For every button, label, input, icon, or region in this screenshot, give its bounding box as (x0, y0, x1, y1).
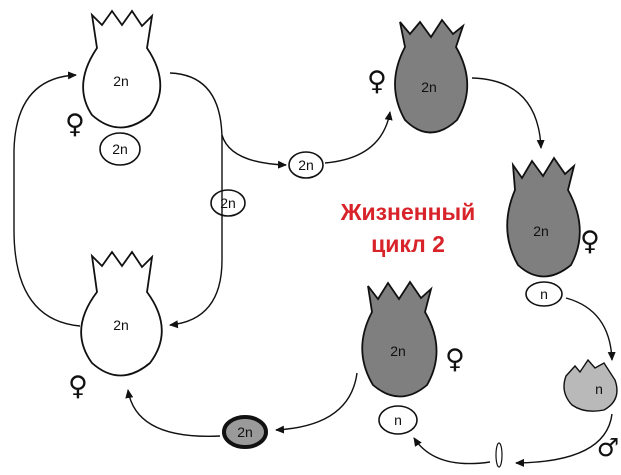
spore-top-left-label: 2n (112, 141, 128, 157)
arrow-zygote-to-left (125, 389, 221, 437)
spore-top-left (99, 132, 141, 166)
cell-body (394, 18, 469, 134)
cell-center: 2n n (361, 280, 438, 435)
zygote (222, 415, 268, 449)
arrow-to-top-right (324, 111, 393, 164)
female-symbol-top-left: ♀ (65, 109, 85, 140)
cell-body (82, 9, 162, 129)
cell-top-left: 2n 2n (82, 9, 162, 166)
cell-top-right-label: 2n (421, 79, 437, 95)
arrow-center-to-zygote (275, 372, 358, 434)
cell-body (506, 156, 581, 278)
female-symbol-bottom-left: ♀ (68, 371, 88, 402)
cell-center-label: 2n (390, 343, 406, 359)
cell-body (80, 250, 163, 377)
spore-middle-label: 2n (298, 157, 314, 173)
cell-small-male: n (563, 358, 618, 412)
diagram-title-line1: Жизненный (340, 199, 476, 225)
diagram-title-line2: цикл 2 (371, 231, 445, 257)
female-symbol-center: ♀ (445, 344, 465, 375)
female-symbol-right: ♀ (580, 226, 600, 257)
spore-center-label: n (394, 412, 402, 428)
cell-top-right: 2n (394, 18, 469, 134)
cell-bottom-left: 2n (80, 250, 163, 377)
cell-body (361, 280, 438, 398)
cell-right: 2n n (506, 156, 581, 307)
spore-right (525, 281, 563, 307)
sperm (495, 442, 503, 468)
arrow-top-to-bottom (169, 72, 223, 329)
arrow-left-loop (13, 71, 81, 327)
spore-left-middle (210, 189, 246, 217)
zygote-label: 2n (237, 424, 253, 440)
cell-bottom-left-label: 2n (113, 317, 129, 333)
spore-left-middle-label: 2n (220, 195, 236, 211)
arrow-to-male-cell (565, 297, 616, 361)
spore-center (378, 405, 418, 435)
arrow-sperm-to-center (413, 437, 491, 465)
cell-top-left-label: 2n (113, 73, 129, 89)
spore-middle (288, 151, 324, 179)
arrow-male-to-sperm (515, 413, 613, 467)
male-symbol: ♂ (597, 433, 619, 462)
female-symbol-top-right: ♀ (367, 66, 387, 97)
cell-body (563, 358, 618, 412)
cell-right-label: 2n (533, 223, 549, 239)
cell-small-male-label: n (595, 381, 603, 397)
arrow-top-right-to-right (471, 77, 545, 149)
arrow-to-middle-spore (221, 134, 287, 169)
spore-right-label: n (540, 286, 548, 302)
